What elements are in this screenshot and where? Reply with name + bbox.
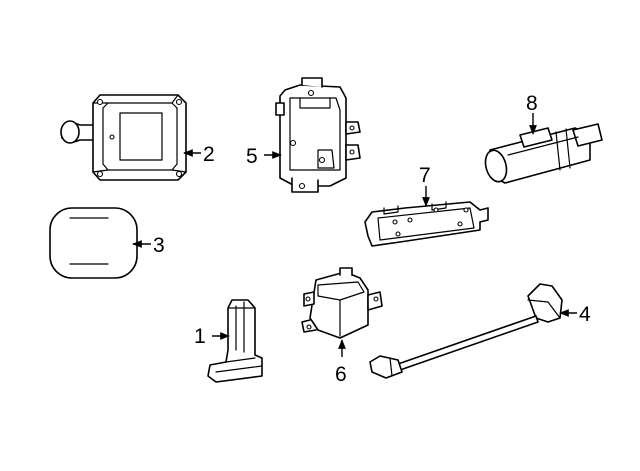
part-8-sensor[interactable] [482,123,603,184]
part-4-antenna-cable[interactable] [369,283,563,379]
callout-3: 3 [153,234,165,257]
part-1-bracket[interactable] [207,299,263,383]
callout-1: 1 [194,325,206,348]
part-2-module[interactable] [60,94,187,181]
part-5-bracket-module[interactable] [275,77,361,193]
callout-6: 6 [335,363,347,386]
part-7-flat-module[interactable] [364,201,489,247]
callout-2: 2 [203,143,215,166]
callout-8: 8 [526,92,538,115]
part-6-small-module[interactable] [301,267,383,339]
part-3-pad[interactable] [49,207,138,279]
callout-5: 5 [246,145,258,168]
callout-4: 4 [579,303,591,326]
callout-7: 7 [419,164,431,187]
